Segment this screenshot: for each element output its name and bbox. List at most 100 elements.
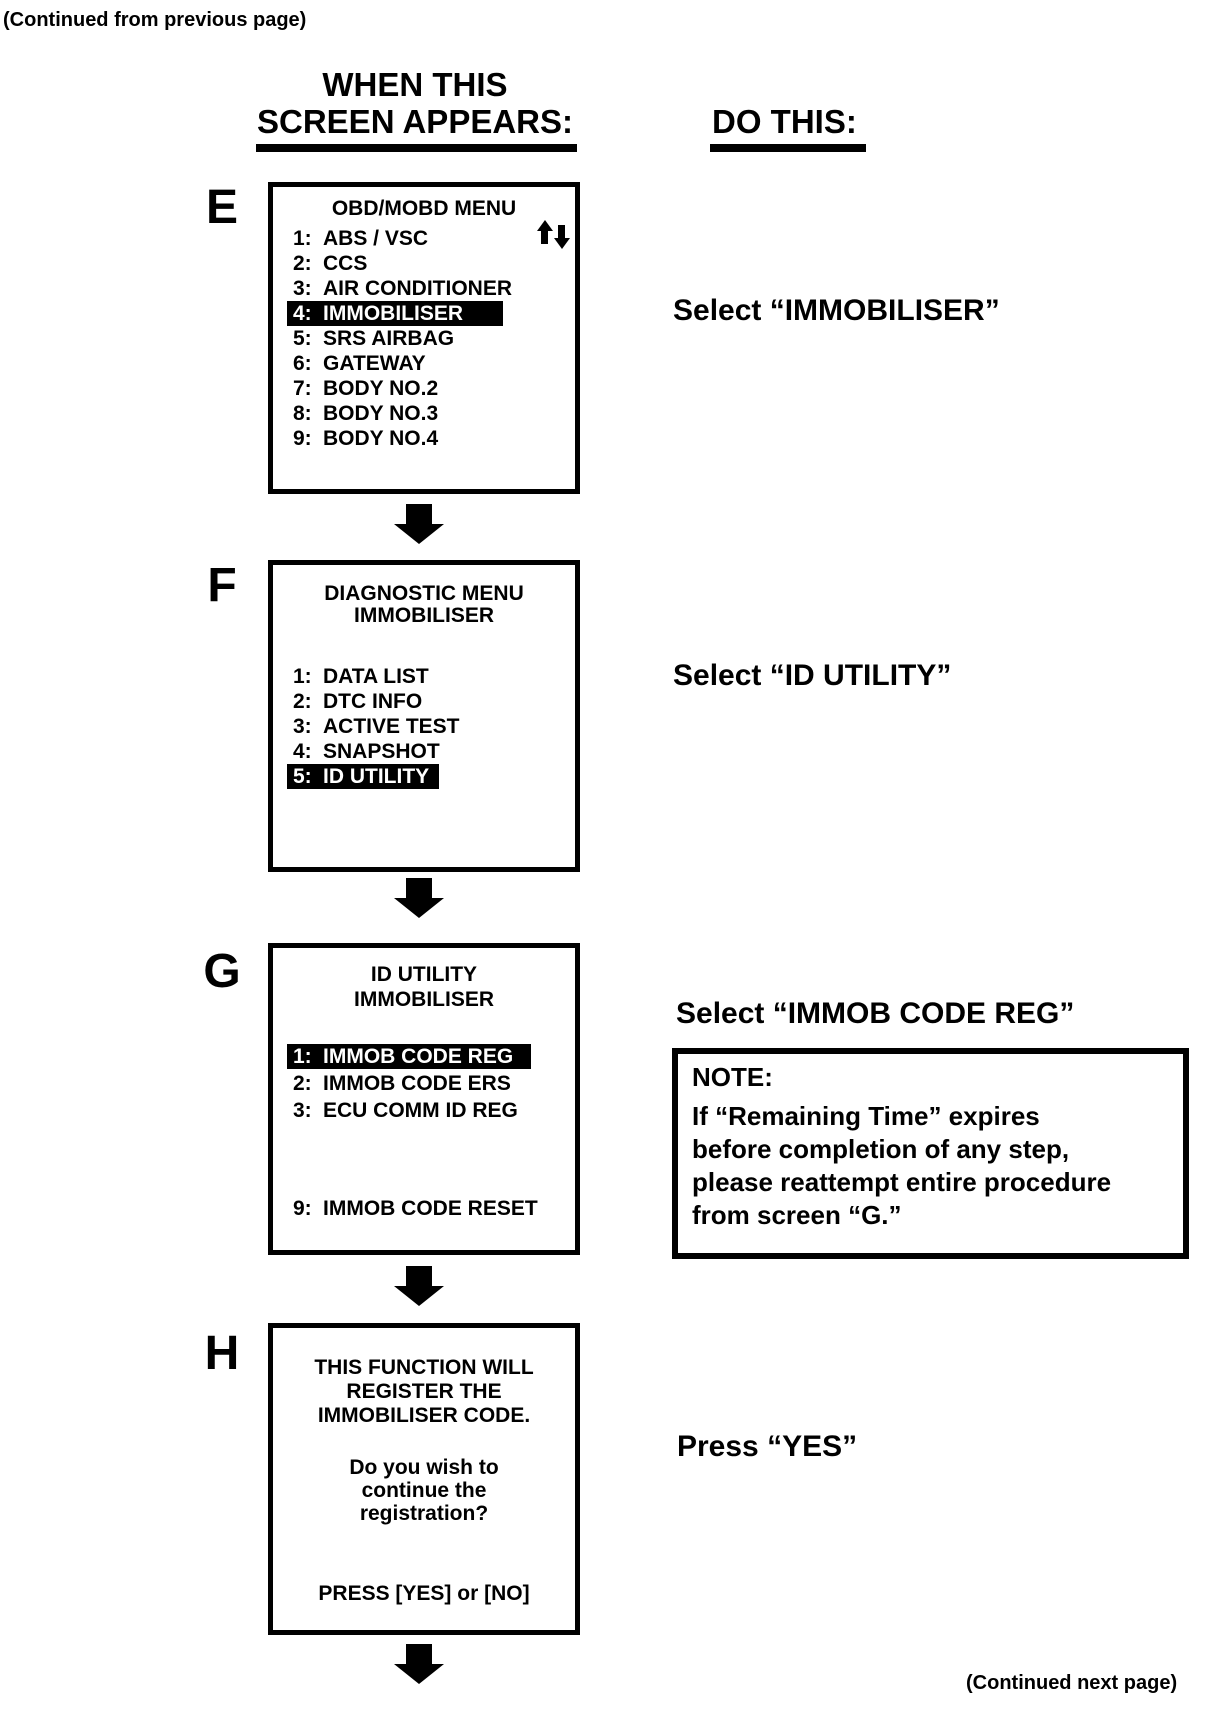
menu-item: 4: SNAPSHOT [273,739,575,764]
menu-item-number: 9: [293,427,312,450]
menu-item-number: 3: [293,1099,312,1122]
note-line: please reattempt entire procedure [692,1167,1112,1197]
menu-item: 3: ACTIVE TEST [273,714,575,739]
menu-item-label: ABS / VSC [323,227,429,250]
screen-label-h: H [204,1327,240,1380]
menu-item-number: 7: [293,377,312,400]
continued-next-note: (Continued next page) [966,1672,1178,1694]
menu-item-label: GATEWAY [323,352,426,375]
menu-item: 3: AIR CONDITIONER [273,276,575,301]
menu-item-label: SNAPSHOT [323,740,440,763]
menu-item-label: ECU COMM ID REG [323,1099,518,1122]
screen-g-title-line1: ID UTILITY [370,963,478,986]
menu-item: 3: ECU COMM ID REG [273,1098,575,1123]
screen-f-title-line1: DIAGNOSTIC MENU [324,582,524,605]
screen-h-message-line: IMMOBILISER CODE. [317,1404,531,1427]
left-column-heading: WHEN THIS SCREEN APPEARS: [240,66,590,140]
menu-item: 9: BODY NO.4 [273,426,575,451]
menu-item: 1: DATA LIST [273,664,575,689]
menu-item-label: IMMOB CODE RESET [323,1197,538,1220]
menu-item-selected: 4: IMMOBILISER [273,301,575,326]
screen-h-question-line: registration? [359,1502,489,1525]
menu-item-label: AIR CONDITIONER [323,277,512,300]
menu-item: 5: SRS AIRBAG [273,326,575,351]
right-heading-underline [710,144,866,152]
screen-g-title-line2: IMMOBILISER [354,988,494,1011]
note-box: NOTE: If “Remaining Time” expires before… [672,1048,1189,1259]
action-select-immobiliser: Select “IMMOBILISER” [673,294,1000,327]
menu-item: 9: IMMOB CODE RESET [273,1196,575,1221]
note-title: NOTE: [692,1062,773,1092]
screen-f-title-line2: IMMOBILISER [354,604,494,627]
note-line: If “Remaining Time” expires [692,1101,1040,1131]
menu-item-label: IMMOBILISER [323,302,463,325]
up-arrow-icon [536,220,553,249]
screen-h-question-line: continue the [361,1479,487,1502]
selection-highlight: 5: ID UTILITY [287,764,440,789]
menu-item-number: 3: [293,277,312,300]
down-arrow-icon [394,1644,444,1684]
menu-item-number: 5: [293,327,312,350]
menu-item-label: ACTIVE TEST [323,715,460,738]
down-arrow-icon [394,878,444,918]
right-column-heading: DO THIS: [712,103,857,140]
menu-item-label: IMMOB CODE ERS [323,1072,511,1095]
menu-item-number: 5: [293,765,312,788]
note-line: before completion of any step, [692,1134,1070,1164]
menu-item-number: 2: [293,252,312,275]
menu-item-label: BODY NO.4 [323,427,439,450]
down-arrow-icon [394,1266,444,1306]
menu-item: 2:DTC INFO [273,689,575,714]
down-arrow-icon [553,225,570,249]
menu-item-number: 6: [293,352,312,375]
down-arrow-icon [394,504,444,544]
menu-item-number: 4: [293,302,312,325]
screen-h-question-line: Do you wish to [349,1456,499,1479]
screen-g-id-utility: ID UTILITY IMMOBILISER 1:IMMOB CODE REG … [268,943,580,1255]
menu-item-label: BODY NO.3 [323,402,439,425]
screen-e-obd-mobd-menu: OBD/MOBD MENU 1: ABS / VSC 2: CCS 3: AIR CO… [268,182,580,494]
menu-item: 1: ABS / VSC [273,226,575,251]
screen-label-g: G [203,945,241,998]
action-press-yes: Press “YES” [677,1430,858,1463]
screen-f-diagnostic-menu: DIAGNOSTIC MENU IMMOBILISER 1:DATA LIST … [268,560,580,872]
menu-item: 7: BODY NO.2 [273,376,575,401]
left-column-heading-line2: SCREEN APPEARS: [257,103,573,140]
selection-highlight: 4: IMMOBILISER [287,301,503,326]
menu-item: 2: IMMOB CODE ERS [273,1071,575,1096]
menu-item-selected: 5: ID UTILITY [273,764,575,789]
menu-item-number: 4: [293,740,312,763]
screen-h-confirmation: THIS FUNCTION WILL REGISTER THE IMMOBILI… [268,1323,580,1635]
menu-item-selected: 1: IMMOB CODE REG [273,1044,575,1069]
menu-item-label: BODY NO.2 [323,377,439,400]
menu-item-label: CCS [323,252,368,275]
scroll-up-down-icon [536,220,570,249]
menu-item-label: DATA LIST [323,665,429,688]
menu-item-number: 2: [293,1072,312,1095]
screen-label-f: F [207,559,237,612]
action-select-immob-code-reg: Select “IMMOB CODE REG” [676,997,1075,1030]
menu-item-label: SRS AIRBAG [323,327,455,350]
selection-highlight: 1: IMMOB CODE REG [287,1044,532,1069]
screen-h-press-prompt: PRESS [YES] or [NO] [318,1582,530,1605]
menu-item-number: 8: [293,402,312,425]
menu-item-number: 3: [293,715,312,738]
menu-item-number: 1: [293,665,312,688]
menu-item: 6: GATEWAY [273,351,575,376]
left-heading-underline [256,144,577,152]
menu-item-number: 1: [293,227,312,250]
action-select-id-utility: Select “ID UTILITY” [673,659,952,692]
menu-item-number: 1: [293,1045,312,1068]
screen-h-message-line: THIS FUNCTION WILL [314,1356,534,1379]
screen-label-e: E [205,181,238,234]
menu-item-number: 9: [293,1197,312,1220]
menu-item-label: IMMOB CODE REG [323,1045,514,1068]
screen-e-title: OBD/MOBD MENU [331,197,517,220]
menu-item-label: DTC INFO [323,690,423,713]
continued-from-note: (Continued from previous page) [3,9,307,31]
note-line: from screen “G.” [692,1200,902,1230]
left-column-heading-line1: WHEN THIS [322,66,508,103]
screen-h-message-line: REGISTER THE [346,1380,502,1403]
menu-item: 2: CCS [273,251,575,276]
menu-item-label: ID UTILITY [323,765,430,788]
